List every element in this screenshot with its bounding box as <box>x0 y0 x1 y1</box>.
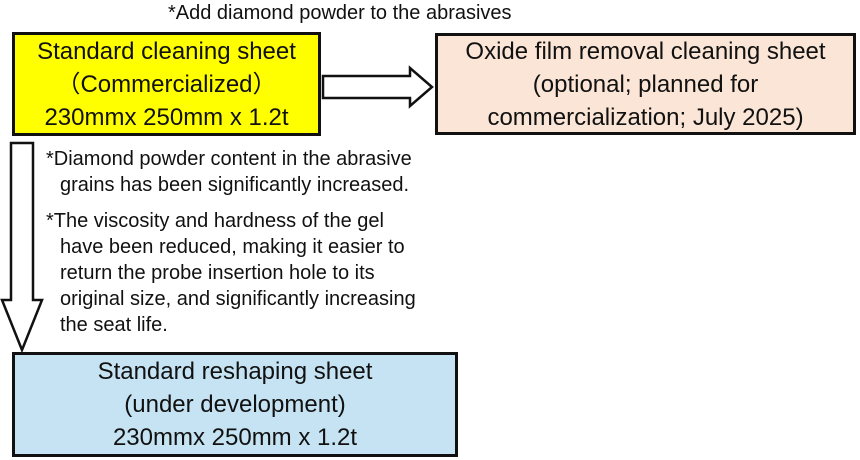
box-line: 230mmx 250mm x 1.2t <box>44 103 289 131</box>
box-line: Standard reshaping sheet <box>97 358 373 385</box>
box-line: Oxide film removal cleaning sheet <box>465 37 826 65</box>
box-line: Standard cleaning sheet <box>37 37 296 65</box>
standard-cleaning-sheet-box: Standard cleaning sheet （Commercialized）… <box>12 32 321 136</box>
box-line: （Commercialized） <box>56 70 277 98</box>
note-line: grains has been significantly increased. <box>60 174 410 196</box>
note-line: original size, and significantly increas… <box>60 288 416 310</box>
box-line: (optional; planned for <box>532 70 759 98</box>
note-line: return the probe insertion hole to its <box>60 262 375 284</box>
reshaping-sheet-box: Standard reshaping sheet (under developm… <box>12 352 458 457</box>
note-line: have been reduced, making it easier to <box>60 236 405 258</box>
diamond-powder-note: *Diamond powder content in the abrasive … <box>46 146 412 198</box>
box-line: (under development) <box>124 391 346 418</box>
note-line: *Diamond powder content in the abrasive <box>46 148 412 170</box>
viscosity-note: *The viscosity and hardness of the gel h… <box>46 208 416 338</box>
right-arrow <box>321 65 434 109</box>
box-line: 230mmx 250mm x 1.2t <box>112 424 358 451</box>
oxide-film-removal-sheet-box: Oxide film removal cleaning sheet (optio… <box>435 33 856 135</box>
box-line: commercialization; July 2025) <box>487 103 804 131</box>
note-line: the seat life. <box>60 314 168 336</box>
note-line: *The viscosity and hardness of the gel <box>46 210 384 232</box>
down-arrow <box>0 141 44 354</box>
top-note: *Add diamond powder to the abrasives <box>168 2 512 24</box>
